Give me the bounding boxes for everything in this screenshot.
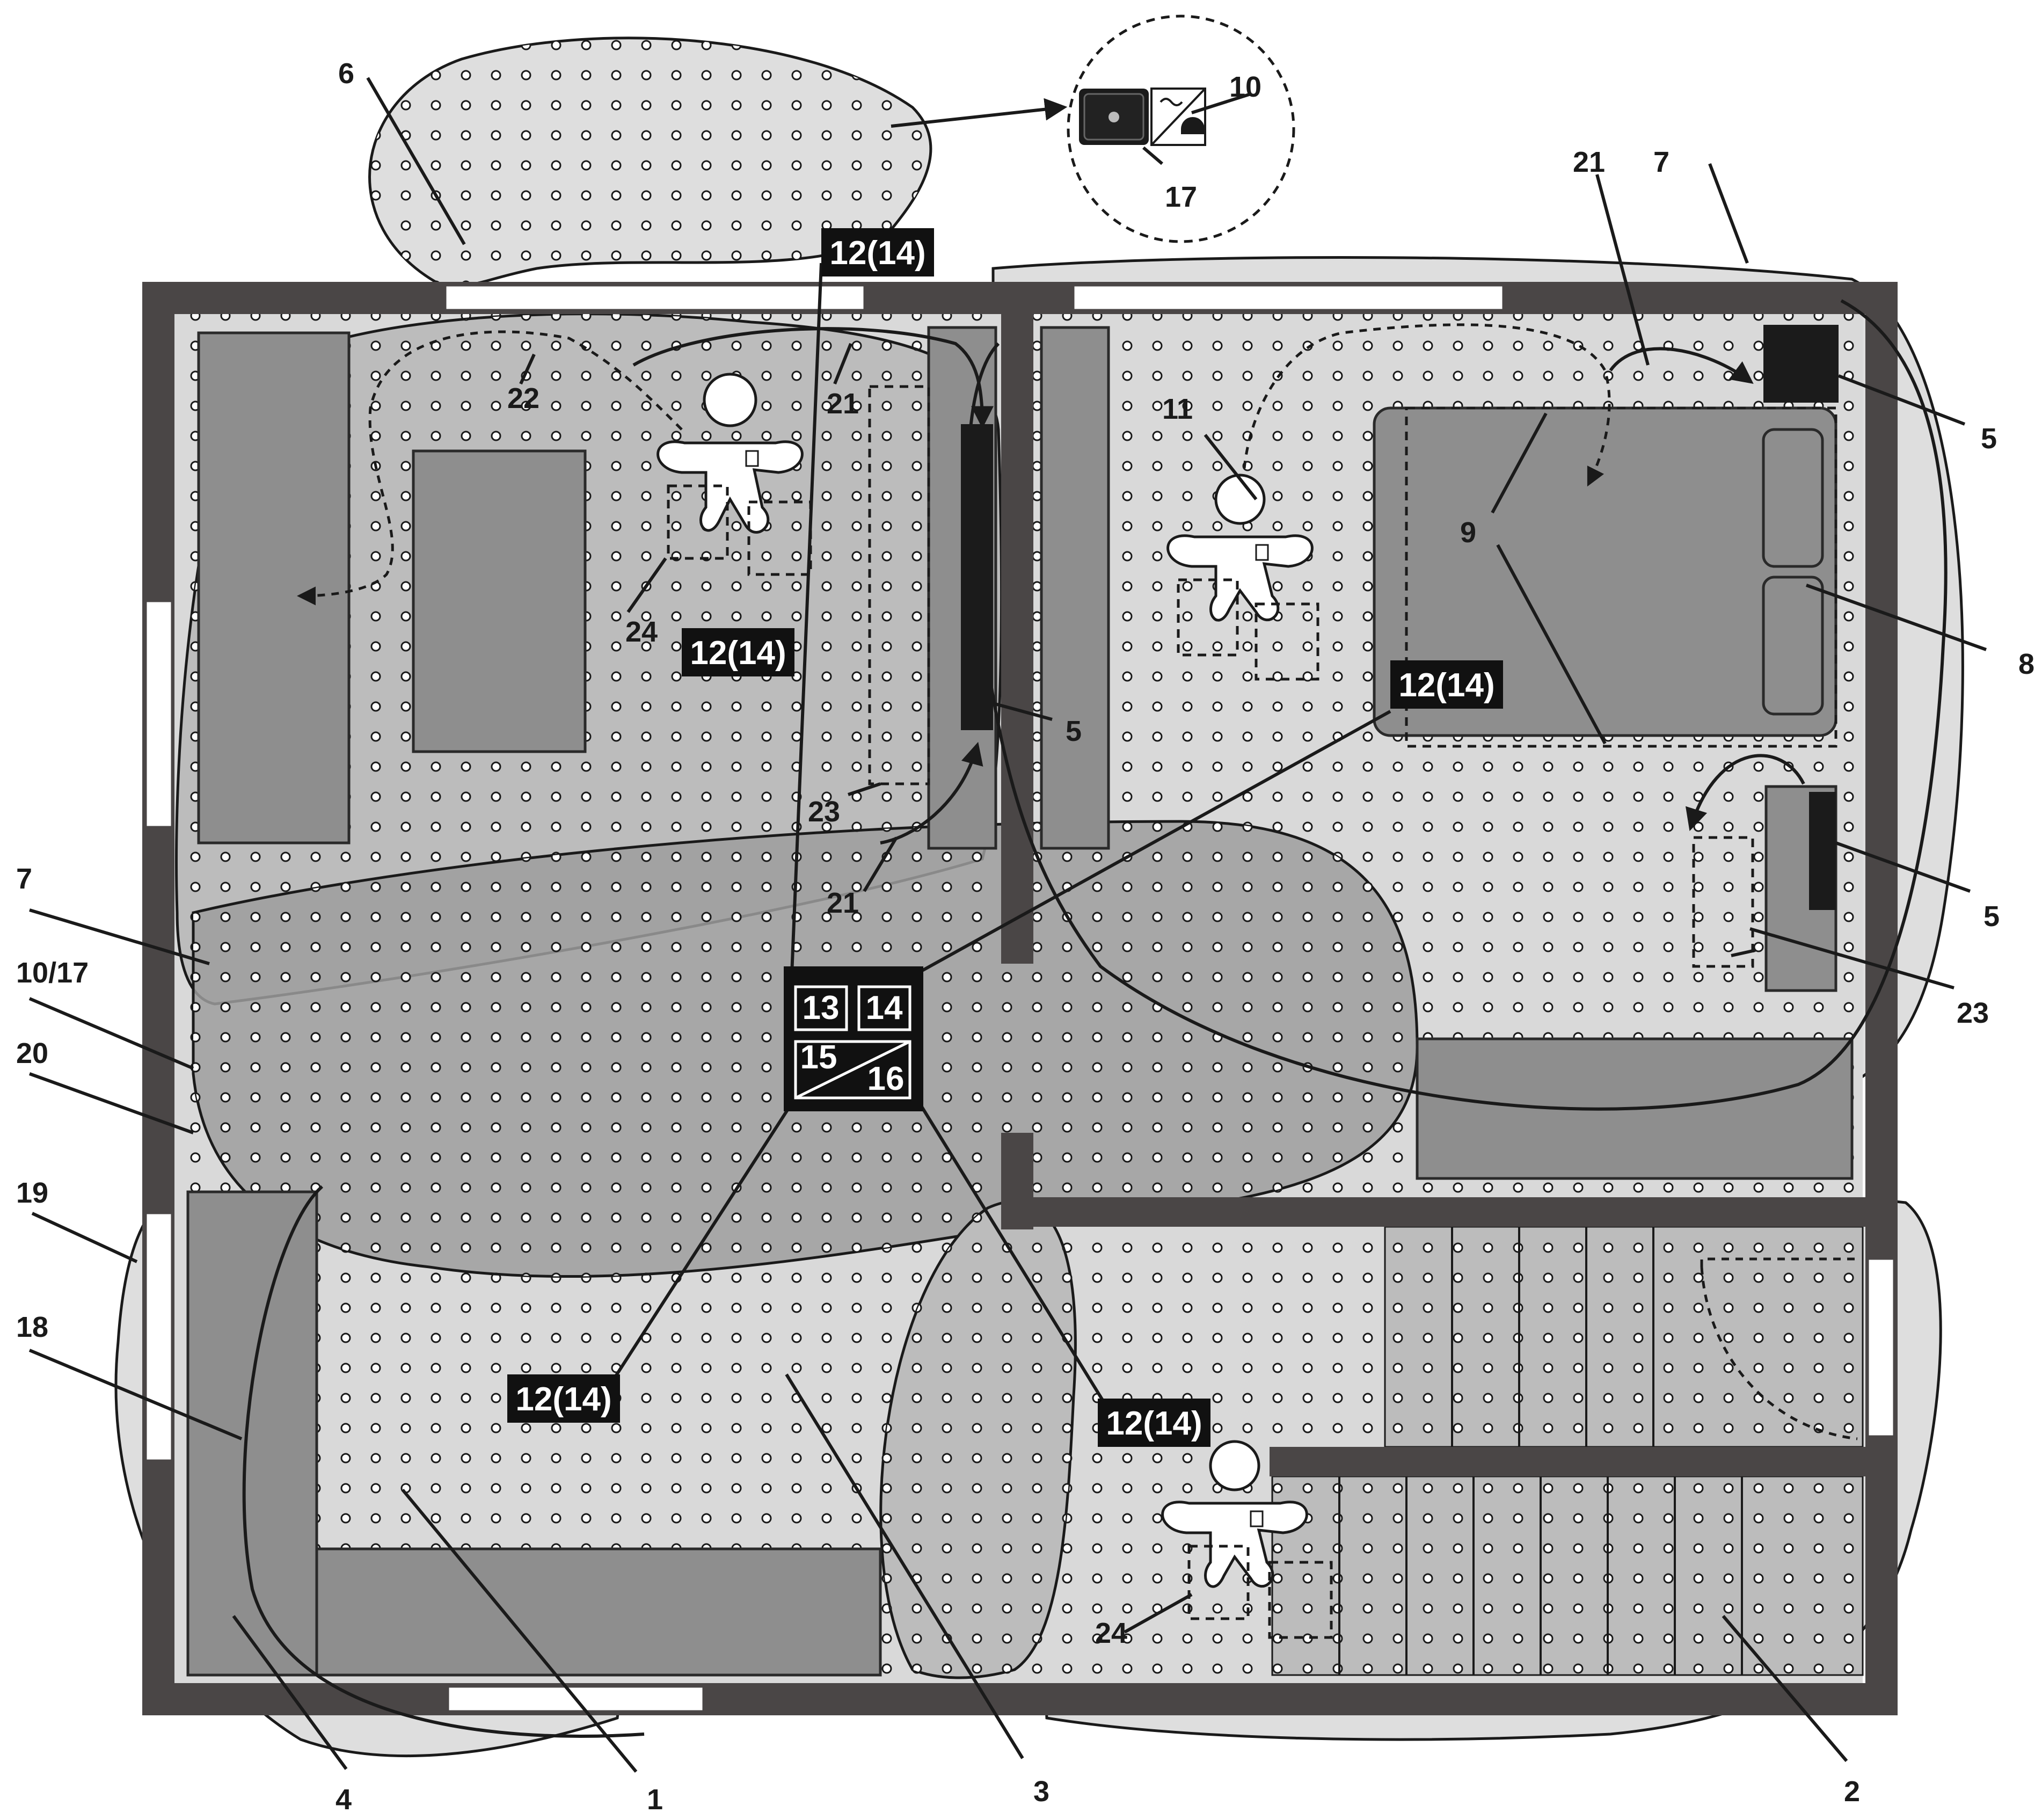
sensor-tag-bedroom: 12(14) xyxy=(690,635,786,672)
wall-right-stub xyxy=(1833,1447,1865,1476)
bathroom-tiles xyxy=(1271,1226,1864,1676)
movement-arrows xyxy=(632,98,1805,845)
wall-bath-mid xyxy=(1270,1447,1898,1476)
hub-label-13: 13 xyxy=(803,989,840,1027)
label-2: 2 xyxy=(1844,1775,1860,1808)
sensor-tags: 12(14) 12(14) 12(14) 12(14) 12(14) xyxy=(507,228,1503,1447)
label-6: 6 xyxy=(338,57,354,90)
sensor-tag-top: 12(14) xyxy=(829,235,925,272)
device-5-corner xyxy=(1763,325,1839,403)
person-icon-bedroom xyxy=(657,373,804,534)
label-5-right: 5 xyxy=(1983,900,2000,933)
wall-right xyxy=(1865,282,1898,1715)
label-21-top: 21 xyxy=(1573,146,1605,178)
sensor-tag-right-room: 12(14) xyxy=(1398,667,1494,704)
label-11: 11 xyxy=(1162,393,1193,425)
wall-devices xyxy=(961,325,1839,910)
sensor-tag-bathroom: 12(14) xyxy=(1106,1405,1202,1442)
window-right xyxy=(1867,1258,1895,1437)
person-icon-right-room xyxy=(1166,474,1314,622)
hub-label-14: 14 xyxy=(866,989,903,1027)
device-5-bedroom xyxy=(961,424,993,730)
label-21-bottom: 21 xyxy=(827,887,859,919)
wardrobe-left xyxy=(197,331,351,845)
reference-numerals: 6 10 17 21 7 5 11 9 8 22 21 24 5 23 21 5… xyxy=(16,57,2034,1816)
wall-left xyxy=(142,282,174,1715)
wall-divider-upper xyxy=(1001,282,1033,964)
label-24-top: 24 xyxy=(625,616,658,648)
kitchen-counter-horizontal xyxy=(315,1547,882,1677)
label-8: 8 xyxy=(2018,648,2034,680)
hub-box xyxy=(784,966,923,1111)
label-3: 3 xyxy=(1033,1775,1049,1808)
bed-left xyxy=(412,449,587,753)
central-hub: 13 14 15 16 xyxy=(784,966,923,1111)
label-20: 20 xyxy=(16,1037,48,1069)
sensor-tag-kitchen: 12(14) xyxy=(515,1381,611,1418)
window-left-lower xyxy=(145,1212,173,1461)
window-top-left xyxy=(444,285,865,311)
label-21-mid: 21 xyxy=(827,388,859,420)
device-inset xyxy=(1067,14,1295,243)
label-23-right: 23 xyxy=(1957,997,1989,1029)
label-1: 1 xyxy=(647,1783,663,1816)
cabinet-right-wall xyxy=(1040,326,1110,850)
window-top-right xyxy=(1073,285,1504,311)
pillow-bottom xyxy=(1762,576,1824,716)
wall-bottom xyxy=(142,1683,1898,1715)
pillow-top xyxy=(1762,428,1824,568)
hub-lines xyxy=(600,263,1391,1424)
wall-bath-top xyxy=(1001,1197,1898,1227)
label-23-left: 23 xyxy=(808,796,840,828)
walls xyxy=(142,282,1898,1715)
label-19: 19 xyxy=(16,1177,48,1209)
label-10: 10 xyxy=(1229,71,1261,103)
label-5-top: 5 xyxy=(1981,423,1997,455)
hub-label-15: 15 xyxy=(800,1039,837,1076)
label-7-left: 7 xyxy=(16,863,32,895)
label-22: 22 xyxy=(507,382,539,414)
device-5-nightstand xyxy=(1809,792,1836,910)
label-18: 18 xyxy=(16,1311,48,1343)
label-7-top: 7 xyxy=(1653,146,1669,178)
kitchen-counter-vertical xyxy=(186,1190,318,1677)
hub-label-16: 16 xyxy=(867,1060,905,1097)
label-4: 4 xyxy=(336,1783,352,1816)
power-plug-icon xyxy=(1181,117,1205,134)
label-10-17: 10/17 xyxy=(16,957,89,989)
leader-lines xyxy=(28,77,1987,1773)
label-9: 9 xyxy=(1460,516,1476,549)
label-5-mid: 5 xyxy=(1066,715,1082,747)
label-24-bottom: 24 xyxy=(1095,1617,1127,1649)
movement-paths xyxy=(297,323,1837,968)
label-17: 17 xyxy=(1165,181,1197,213)
person-icon-bathroom xyxy=(1161,1440,1308,1588)
window-left-upper xyxy=(145,600,173,828)
